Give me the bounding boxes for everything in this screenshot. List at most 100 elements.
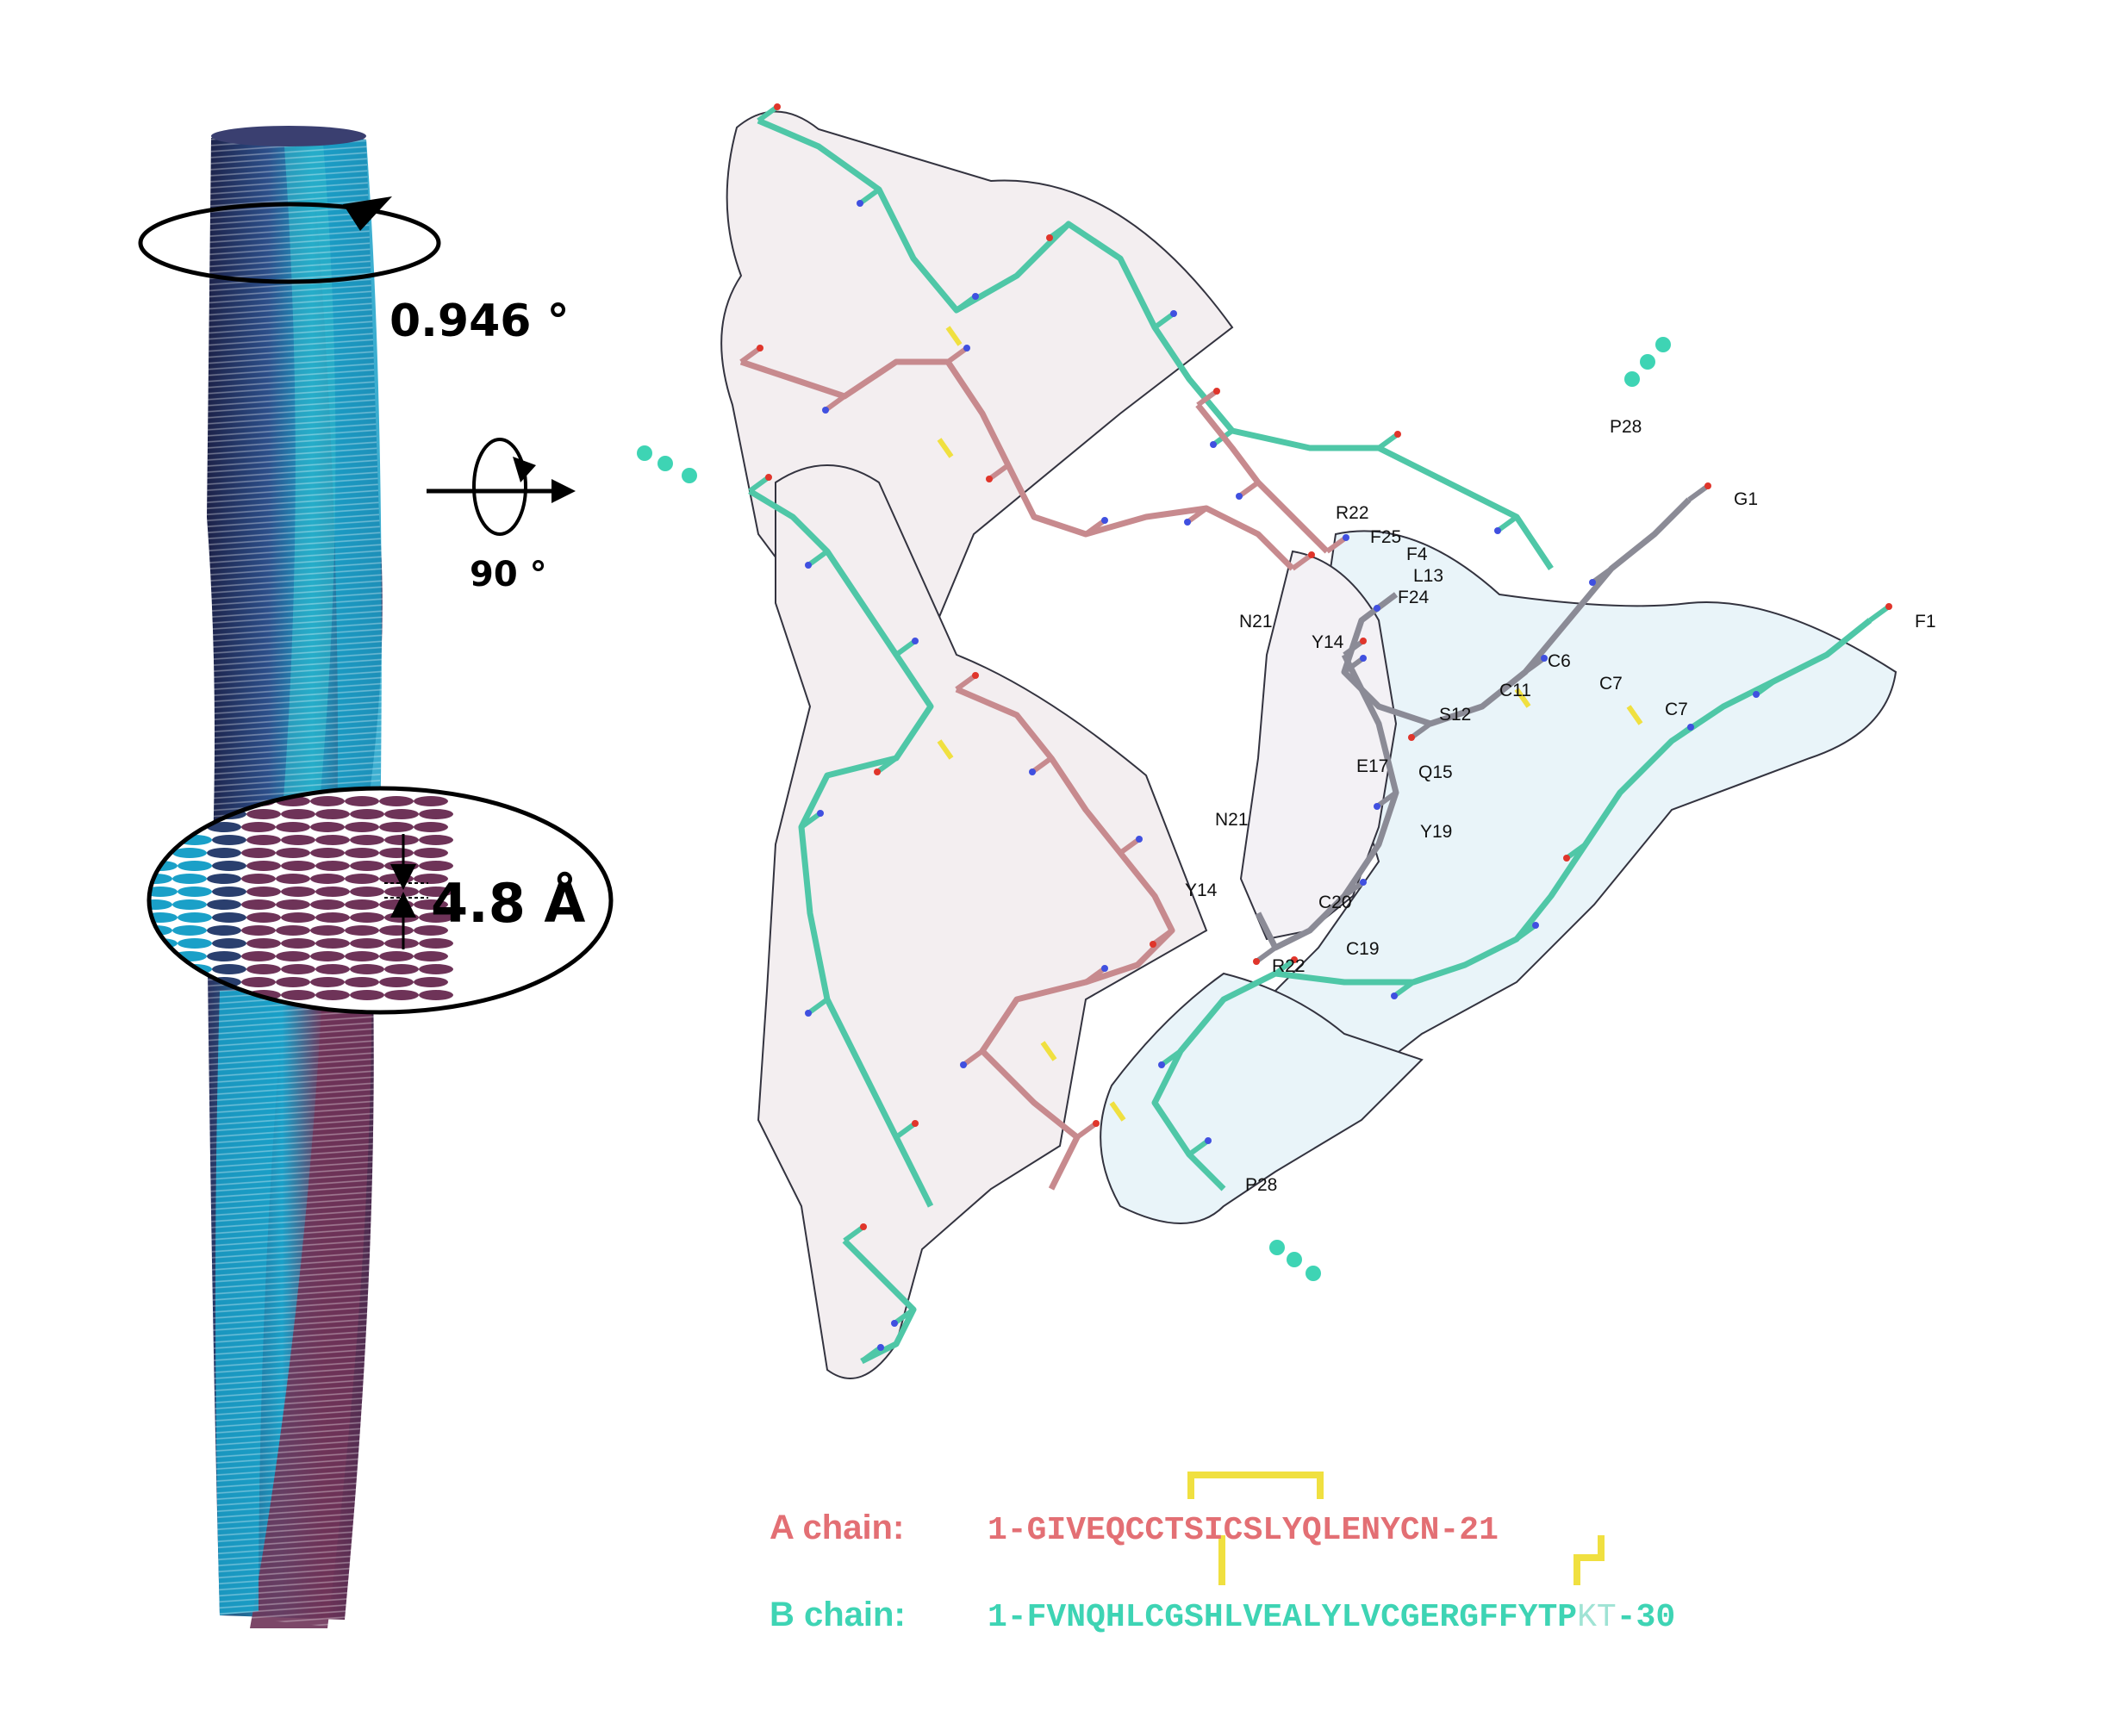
side-chain-stick <box>946 345 969 364</box>
side-chain-stick <box>1237 480 1260 499</box>
stacking-plate <box>384 887 419 897</box>
stacking-plate <box>350 809 384 819</box>
continuation-dot <box>1655 337 1671 352</box>
atom-marker <box>963 345 970 352</box>
residue-label: Q15 <box>1418 762 1453 782</box>
atom-marker <box>1704 482 1711 489</box>
stacking-plate <box>419 990 453 1000</box>
atom-marker <box>1532 922 1539 929</box>
stacking-plate <box>207 822 241 832</box>
stacking-plate <box>172 848 207 858</box>
residue-label: Y14 <box>1312 632 1344 652</box>
backbone-stick <box>1341 497 1692 727</box>
disulfide-stick <box>1514 688 1531 708</box>
stacking-plate <box>178 809 212 819</box>
continuation-dot <box>1306 1266 1321 1281</box>
stacking-plate <box>276 977 310 987</box>
stacking-plate <box>379 925 414 936</box>
atom-marker <box>1101 517 1108 524</box>
atom-marker <box>1253 958 1260 965</box>
side-chain-stick <box>1084 966 1106 985</box>
stacking-plate <box>379 822 414 832</box>
stacking-plate <box>315 990 350 1000</box>
side-chain-stick <box>955 673 977 692</box>
side-chain-stick <box>1031 756 1053 775</box>
stacking-plate <box>281 861 315 871</box>
side-chain-stick <box>757 104 779 123</box>
twist-arrow <box>138 196 441 284</box>
atom-marker <box>822 407 829 414</box>
residue-label: L13 <box>1413 566 1443 586</box>
stacking-plate <box>419 938 453 949</box>
stacking-plate <box>384 835 419 845</box>
a-chain-sequence: 1-GIVEQCCTSICSLYQLENYCN-21 <box>988 1512 1499 1549</box>
side-chain-stick <box>1187 1138 1210 1157</box>
residue-label: N21 <box>1239 612 1273 632</box>
atom-marker <box>805 562 812 569</box>
atom-marker <box>1374 605 1380 612</box>
stacking-plate <box>414 796 448 806</box>
atom-marker <box>757 345 763 352</box>
stacking-plate <box>241 899 276 910</box>
stacking-plate <box>414 899 448 910</box>
stacking-plate <box>350 938 384 949</box>
residue-label: F1 <box>1915 612 1936 632</box>
stacking-plate <box>172 796 207 806</box>
atom-marker <box>1360 655 1367 662</box>
stacking-plate <box>281 887 315 897</box>
stacking-plate <box>414 822 448 832</box>
stacking-plate <box>414 874 448 884</box>
stacking-plate <box>384 938 419 949</box>
residue-label: E17 <box>1356 756 1388 776</box>
stacking-plate <box>178 912 212 923</box>
backbone-stick <box>955 686 1175 1191</box>
side-chain-stick <box>1377 432 1399 451</box>
stacking-plate <box>281 990 315 1000</box>
side-chain-stick <box>807 549 829 568</box>
stacking-plate <box>350 964 384 974</box>
stacking-plate <box>178 861 212 871</box>
stacking-plate <box>276 899 310 910</box>
stacking-plate <box>207 951 241 961</box>
stacking-plate <box>315 835 350 845</box>
stacking-plate <box>212 964 246 974</box>
stacking-plate <box>276 951 310 961</box>
stacking-plate <box>149 951 172 961</box>
stacking-plate <box>172 899 207 910</box>
stacking-plate <box>149 835 178 845</box>
stacking-plate <box>350 990 384 1000</box>
atom-marker <box>972 672 979 679</box>
atom-marker <box>765 474 772 481</box>
atom-marker <box>1291 956 1298 963</box>
atom-marker <box>1343 534 1349 541</box>
atom-marker <box>1374 803 1380 810</box>
side-chain-stick <box>843 1224 865 1243</box>
stacking-plate <box>315 861 350 871</box>
stacking-plate <box>345 848 379 858</box>
atom-marker <box>805 1010 812 1017</box>
side-chain-stick <box>1186 506 1208 525</box>
b-chain-sequence: 1-FVNQHLCGSHLVEALYLVCGERGFFYTPKT-30 <box>988 1599 1675 1636</box>
side-chain-stick <box>1754 678 1777 697</box>
residue-label: R22 <box>1272 956 1306 976</box>
stacking-plate <box>310 977 345 987</box>
stacking-plate <box>212 835 246 845</box>
side-chain-stick <box>893 1307 915 1326</box>
disulfide-stick <box>937 438 954 458</box>
stacking-plate <box>149 977 172 987</box>
atom-marker <box>912 638 919 644</box>
atom-marker <box>1753 691 1760 698</box>
rise-label: 4.8 Å <box>431 872 585 935</box>
sequence-panel: A chain: 1-GIVEQCCTSICSLYQLENYCN-21 B ch… <box>770 1472 1675 1636</box>
side-chain-stick <box>894 638 917 657</box>
side-chain-stick <box>1375 790 1398 809</box>
stacking-plate <box>212 938 246 949</box>
residue-label: S12 <box>1439 705 1471 725</box>
residue-label: F4 <box>1406 544 1428 564</box>
stacking-plate <box>149 964 178 974</box>
side-chain-stick <box>1325 535 1348 554</box>
atom-marker <box>1687 724 1694 731</box>
stacking-plate <box>281 964 315 974</box>
